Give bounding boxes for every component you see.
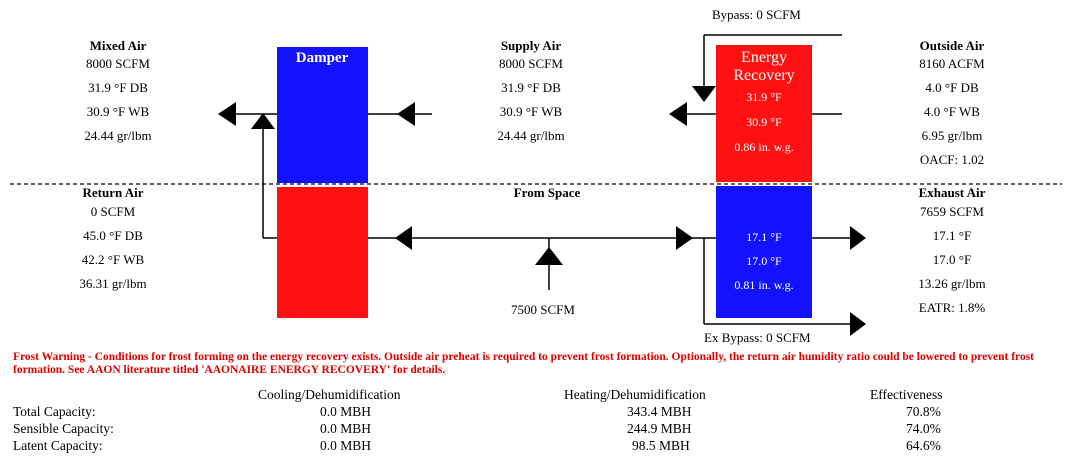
row-label: Sensible Capacity: <box>13 421 114 436</box>
from-space-flow: 7500 SCFM <box>511 302 575 317</box>
supply-air-flow: 8000 SCFM <box>499 56 563 71</box>
row-effectiveness: 64.6% <box>906 438 941 453</box>
energy-recovery-label-2: Recovery <box>733 67 795 84</box>
row-label: Latent Capacity: <box>13 438 103 453</box>
exhaust-recovery-box <box>716 186 812 318</box>
row-heating: 98.5 MBH <box>632 438 690 453</box>
return-air-db: 45.0 °F DB <box>83 228 143 243</box>
return-left-arrow <box>395 226 412 250</box>
exhaust-wheel-temp-1: 17.1 °F <box>746 230 782 244</box>
return-up-arrow <box>251 113 275 129</box>
return-air-flow: 0 SCFM <box>90 204 136 219</box>
outside-air-flow: 8160 ACFM <box>919 56 985 71</box>
energy-recovery-pressure: 0.86 in. w.g. <box>734 140 794 154</box>
row-effectiveness: 70.8% <box>906 404 941 419</box>
return-damper-box <box>277 187 368 318</box>
damper-box <box>277 47 368 183</box>
table-row: Total Capacity: 0.0 MBH 343.4 MBH 70.8% <box>13 404 1063 420</box>
table-header-row: Cooling/Dehumidification Heating/Dehumid… <box>13 387 1063 403</box>
table-row: Sensible Capacity: 0.0 MBH 244.9 MBH 74.… <box>13 421 1063 437</box>
supply-air-db: 31.9 °F DB <box>501 80 561 95</box>
exhaust-air-db: 17.1 °F <box>932 228 972 243</box>
energy-recovery-box <box>716 45 812 182</box>
supply-air-wb: 30.9 °F WB <box>499 104 563 119</box>
outside-air-title: Outside Air <box>919 38 985 53</box>
exhaust-wheel-temp-2: 17.0 °F <box>746 254 782 268</box>
from-space-up-arrow <box>535 247 563 265</box>
damper-label: Damper <box>295 50 349 66</box>
return-air-wb: 42.2 °F WB <box>81 252 145 267</box>
outside-air-arrow <box>669 102 687 126</box>
mixed-air-arrow <box>218 102 236 126</box>
row-cooling: 0.0 MBH <box>320 421 372 436</box>
supply-air-title: Supply Air <box>500 38 562 53</box>
exhaust-air-title: Exhaust Air <box>918 185 986 200</box>
exhaust-air-arrow <box>850 226 866 250</box>
wheel-right-arrow <box>676 226 693 250</box>
header-cooling: Cooling/Dehumidification <box>258 387 401 402</box>
outside-air-db: 4.0 °F DB <box>925 80 979 95</box>
supply-air-arrow <box>397 102 415 126</box>
ex-bypass-arrow <box>850 312 866 336</box>
energy-recovery-temp-2: 30.9 °F <box>746 115 782 129</box>
row-heating: 244.9 MBH <box>627 421 692 436</box>
energy-recovery-label-1: Energy <box>741 49 787 66</box>
frost-warning: Frost Warning - Conditions for frost for… <box>13 351 1034 376</box>
mixed-air-db: 31.9 °F DB <box>88 80 148 95</box>
exhaust-wheel-pressure: 0.81 in. w.g. <box>734 278 794 292</box>
return-air-hr: 36.31 gr/lbm <box>79 276 147 291</box>
exhaust-air-flow: 7659 SCFM <box>920 204 984 219</box>
mixed-air-hr: 24.44 gr/lbm <box>84 128 152 143</box>
exhaust-air-wb: 17.0 °F <box>932 252 972 267</box>
outside-air-oacf: OACF: 1.02 <box>919 152 985 167</box>
row-heating: 343.4 MBH <box>627 404 692 419</box>
header-effectiveness: Effectiveness <box>870 387 943 402</box>
outside-air-hr: 6.95 gr/lbm <box>921 128 983 143</box>
exhaust-air-hr: 13.26 gr/lbm <box>918 276 986 291</box>
bypass-label: Bypass: 0 SCFM <box>712 7 801 22</box>
outside-air-wb: 4.0 °F WB <box>924 104 980 119</box>
supply-air-hr: 24.44 gr/lbm <box>497 128 565 143</box>
row-effectiveness: 74.0% <box>906 421 941 436</box>
from-space-title: From Space <box>513 185 581 200</box>
return-air-title: Return Air <box>82 185 144 200</box>
ex-bypass-label: Ex Bypass: 0 SCFM <box>704 330 811 345</box>
mixed-air-title: Mixed Air <box>89 38 147 53</box>
bypass-down-arrow <box>692 86 716 102</box>
row-label: Total Capacity: <box>13 404 96 419</box>
table-row: Latent Capacity: 0.0 MBH 98.5 MBH 64.6% <box>13 438 1063 454</box>
energy-recovery-temp-1: 31.9 °F <box>746 90 782 104</box>
row-cooling: 0.0 MBH <box>320 404 372 419</box>
exhaust-air-eatr: EATR: 1.8% <box>918 300 986 315</box>
mixed-air-wb: 30.9 °F WB <box>86 104 150 119</box>
header-heating: Heating/Dehumidification <box>564 387 706 402</box>
row-cooling: 0.0 MBH <box>320 438 372 453</box>
mixed-air-flow: 8000 SCFM <box>86 56 150 71</box>
